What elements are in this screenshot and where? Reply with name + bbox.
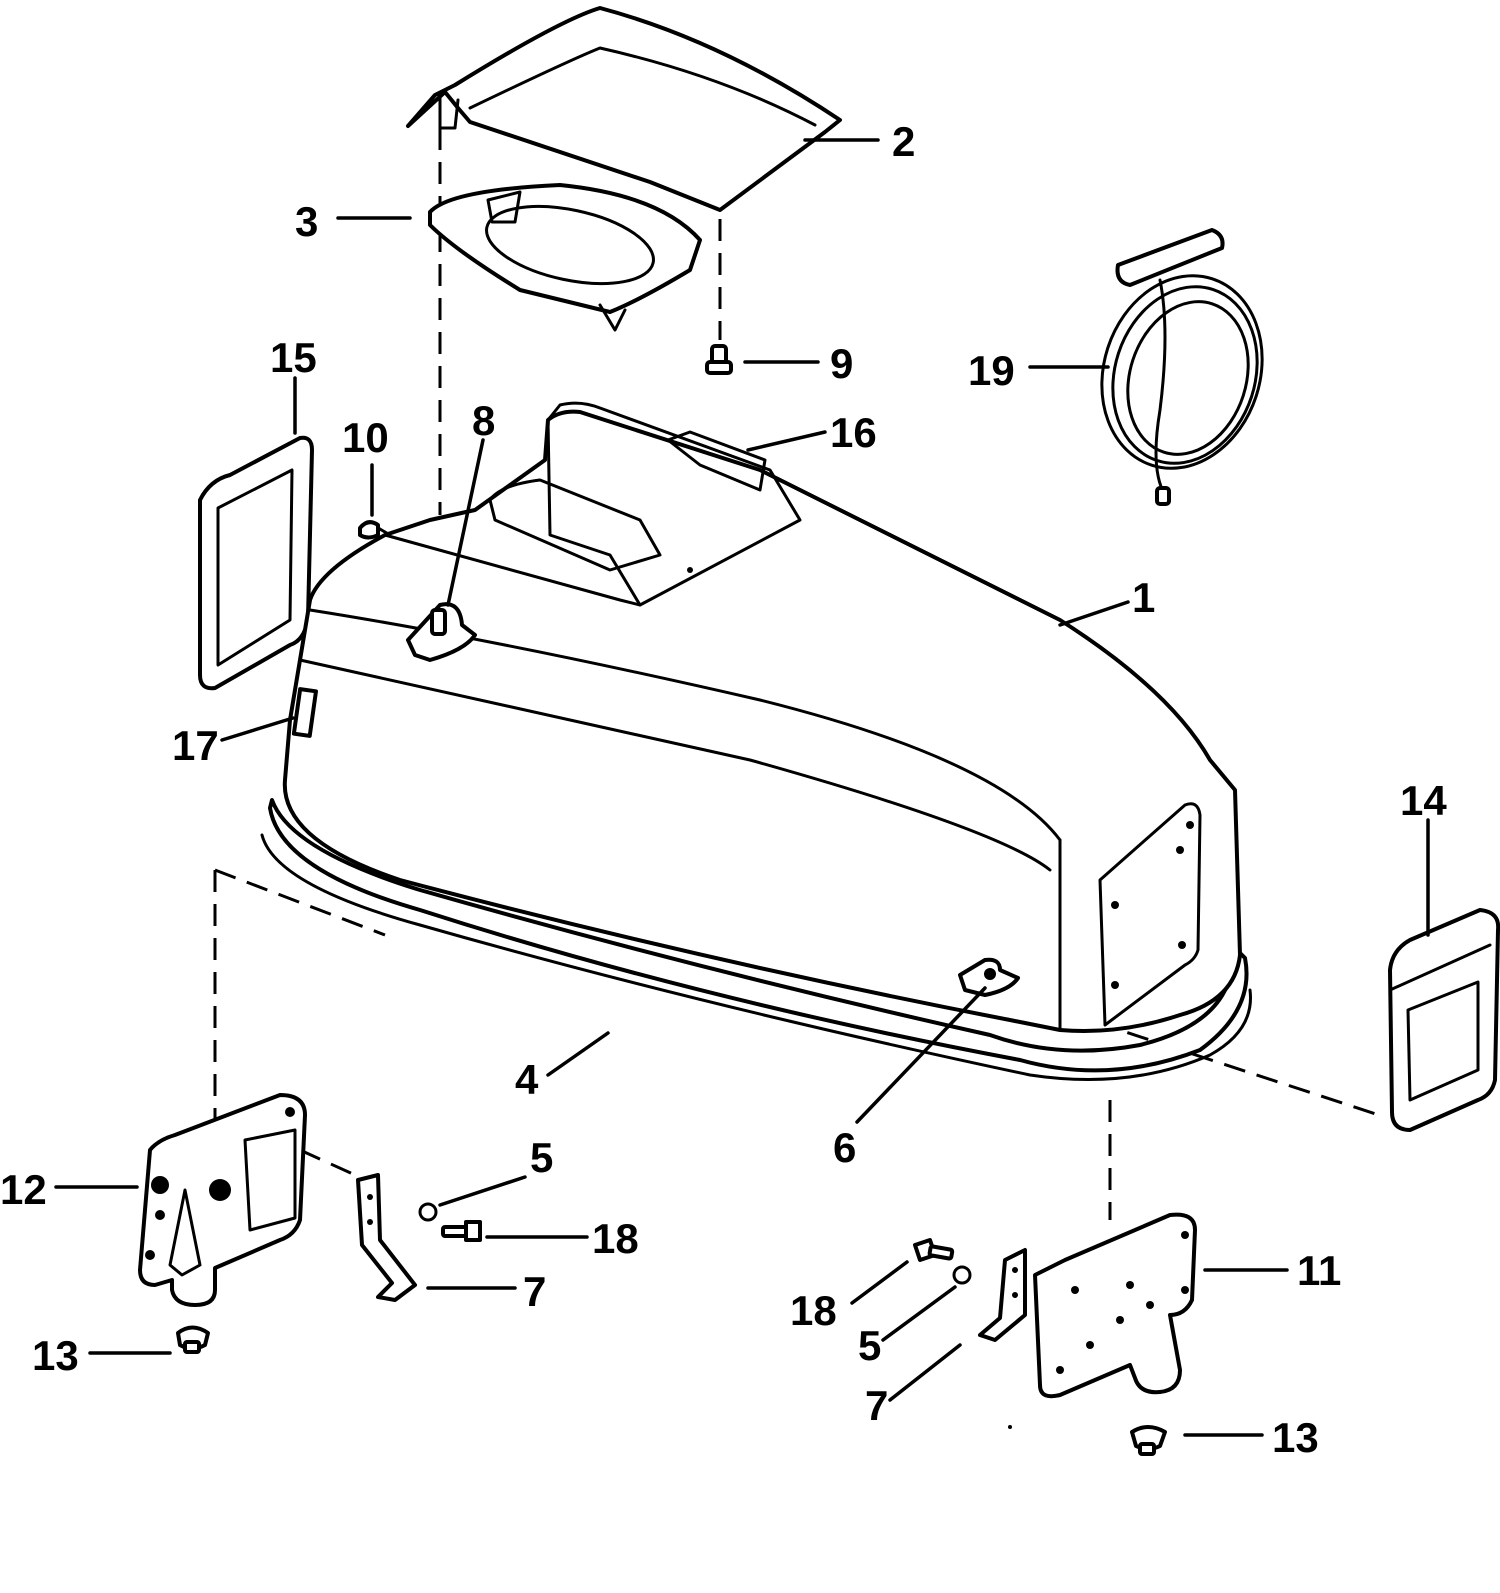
callout-4: 4	[515, 1056, 539, 1103]
callout-18-left: 18	[592, 1215, 639, 1262]
callout-18-right: 18	[790, 1287, 837, 1334]
assembly-lines	[213, 128, 1386, 1220]
stray-dot	[1008, 1425, 1012, 1429]
callout-3: 3	[295, 198, 318, 245]
part-10-plug	[358, 520, 380, 540]
part-1-top-cowl	[260, 401, 1252, 1081]
part-19-starter-rope	[1100, 228, 1264, 506]
callout-1: 1	[1132, 574, 1155, 621]
callout-5-right: 5	[858, 1322, 881, 1369]
callout-12: 12	[0, 1166, 47, 1213]
part-12-bracket-left	[138, 1093, 307, 1307]
callout-14: 14	[1400, 777, 1447, 824]
part-7-hook-right	[978, 1248, 1027, 1342]
leader-lines	[54, 138, 1430, 1437]
part-15-side-plate-left	[198, 435, 314, 691]
part-18-bolt-left	[441, 1220, 482, 1242]
callout-13-right: 13	[1272, 1414, 1319, 1461]
callout-7-right: 7	[865, 1382, 888, 1429]
callout-5-left: 5	[530, 1134, 553, 1181]
callout-8: 8	[472, 397, 495, 444]
part-14-side-plate-right	[1388, 908, 1500, 1132]
callout-11: 11	[1297, 1247, 1341, 1294]
part-3-intake-seal	[428, 183, 702, 332]
part-5-washer-left	[418, 1202, 438, 1222]
part-9-screw	[705, 344, 733, 375]
part-2-intake-cover	[406, 6, 842, 212]
callout-2: 2	[892, 118, 915, 165]
part-13-plug-right	[1130, 1425, 1167, 1456]
part-18-bolt-right	[913, 1238, 955, 1262]
callout-6: 6	[833, 1124, 856, 1171]
callout-labels: 1 2 3 4 5 5 6 7 7 8 9 10 11 12 13 13 14 …	[0, 118, 1447, 1461]
part-5-washer-right	[952, 1265, 972, 1285]
callout-9: 9	[830, 340, 853, 387]
callout-15: 15	[270, 334, 317, 381]
callout-10: 10	[342, 414, 389, 461]
part-7-hook-left	[356, 1173, 417, 1302]
callout-13-left: 13	[32, 1332, 79, 1379]
part-11-bracket-right	[1033, 1212, 1197, 1399]
part-13-plug-left	[176, 1325, 210, 1354]
callout-16: 16	[830, 409, 877, 456]
callout-17: 17	[172, 722, 219, 769]
callout-19: 19	[968, 347, 1015, 394]
callout-7-left: 7	[523, 1268, 546, 1315]
